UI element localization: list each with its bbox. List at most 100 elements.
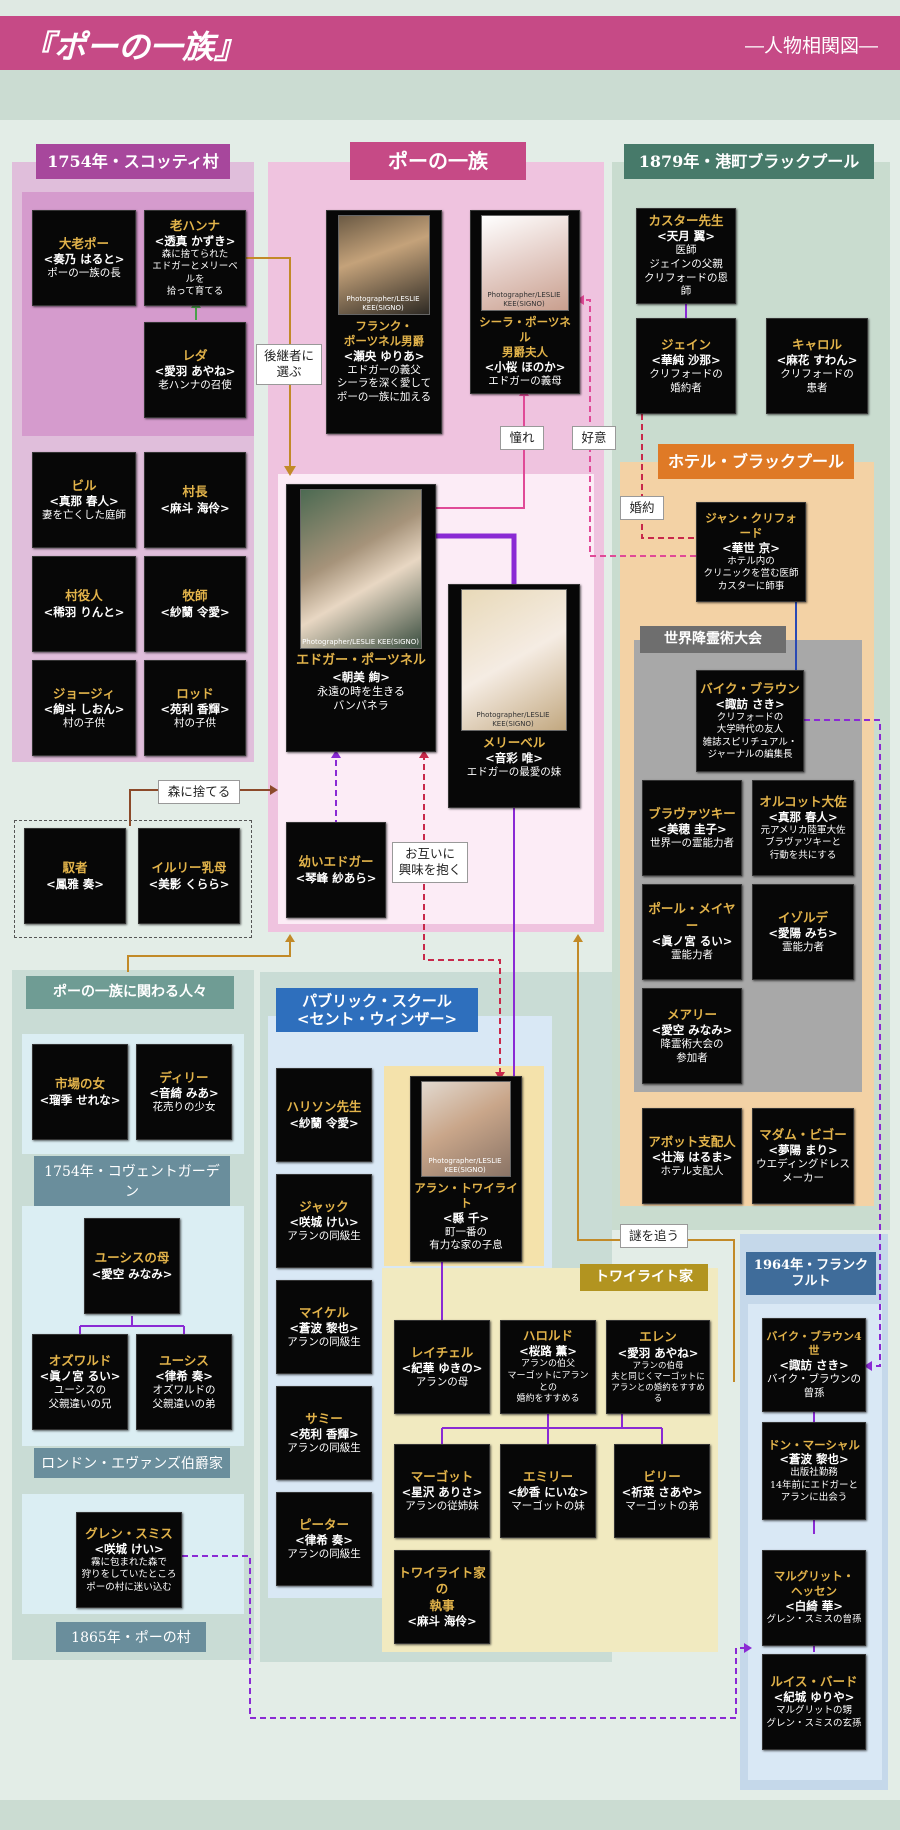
description: 町一番の 有力な家の子息 — [429, 1225, 503, 1252]
name: フランク・ ポーツネル男爵 — [343, 319, 425, 348]
name: ジャン・クリフォード — [705, 511, 797, 541]
name: ドン・マーシャル — [768, 1437, 860, 1452]
description: ユーシスの 父親違いの兄 — [48, 1383, 112, 1410]
card-oopo: 大老ポー<奏乃 はると>ポーの一族の長 — [32, 210, 136, 306]
actor: <愛羽 あやね> — [154, 363, 236, 378]
actor: <桜路 薫> — [519, 1344, 577, 1359]
card-frank: Photographer/LESLIE KEE(SIGNO) フランク・ ポーツ… — [326, 210, 442, 434]
card-mary: メアリー<愛空 みなみ>降霊術大会の 参加者 — [642, 988, 742, 1084]
actor: <小桜 ほのか> — [484, 359, 566, 374]
actor: <咲城 けい> — [94, 1542, 164, 1557]
name: マーゴット — [410, 1468, 474, 1484]
actor: <琴峰 紗あら> — [295, 870, 377, 885]
name: ジェイン — [660, 336, 711, 352]
card-abbot: アボット支配人<壮海 はるま>ホテル支配人 — [642, 1108, 742, 1204]
label-interest: お互いに 興味を抱く — [392, 842, 468, 883]
name: 幼いエドガー — [298, 854, 374, 870]
card-gyosha: 馭者<鳳雅 奏> — [24, 828, 126, 924]
card-eusis: ユーシス<律希 奏>オズワルドの 父親違いの弟 — [136, 1334, 232, 1430]
description: 村の子供 — [174, 716, 216, 729]
actor: <音彩 唯> — [485, 751, 543, 766]
name: ビリー — [643, 1468, 681, 1484]
description: アランの同級生 — [287, 1229, 361, 1242]
name: ロッド — [176, 685, 214, 701]
name: オズワルド — [48, 1352, 112, 1368]
card-jane: ジェイン<華純 沙那>クリフォードの 婚約者 — [636, 318, 736, 414]
actor: <白綺 華> — [785, 1599, 843, 1614]
description: クリフォードの 婚約者 — [649, 367, 723, 394]
name: ジャック — [299, 1198, 349, 1214]
card-harold: ハロルド<桜路 薫>アランの伯父 マーゴットにアランとの 婚約をすすめる — [500, 1320, 596, 1414]
card-ichiba: 市場の女<瑠季 せれな> — [32, 1044, 128, 1140]
card-soncho: 村長<麻斗 海伶> — [144, 452, 246, 548]
actor: <瑠季 せれな> — [39, 1092, 121, 1107]
card-jack: ジャック<咲城 けい>アランの同級生 — [276, 1174, 372, 1268]
name: メリーベル — [482, 735, 546, 750]
card-leda: レダ<愛羽 あやね>老ハンナの召使 — [144, 322, 246, 418]
name: レイチェル — [410, 1344, 474, 1360]
actor: <美影 くらら> — [148, 876, 230, 891]
photo-credit: Photographer/LESLIE KEE(SIGNO) — [428, 1156, 502, 1174]
name: イゾルデ — [777, 909, 828, 925]
description: ウエディングドレス メーカー — [756, 1157, 850, 1184]
card-paul: ポール・メイヤー<眞ノ宮 るい>霊能力者 — [642, 884, 742, 980]
name: ルイス・バード — [770, 1674, 858, 1690]
card-edgar: Photographer/LESLIE KEE(SIGNO) エドガー・ポーツネ… — [286, 484, 436, 752]
actor: <諏訪 さき> — [715, 696, 785, 711]
description: 花売りの少女 — [152, 1100, 216, 1113]
name: グレン・スミス — [85, 1525, 173, 1541]
actor: <稀羽 りんと> — [43, 604, 125, 619]
actor: <麻斗 海伶> — [160, 500, 230, 515]
actor: <紗蘭 令愛> — [160, 604, 230, 619]
name: 市場の女 — [54, 1076, 105, 1092]
description: 出版社勤務 14年前にエドガーと アランに出会う — [769, 1467, 859, 1504]
actor: <蒼波 黎也> — [289, 1320, 359, 1335]
description: オズワルドの 父親違いの弟 — [152, 1383, 216, 1410]
name: 牧師 — [182, 588, 208, 604]
card-rachel: レイチェル<紀華 ゆきの>アランの母 — [394, 1320, 490, 1414]
portrait-merry: Photographer/LESLIE KEE(SIGNO) — [460, 589, 568, 731]
actor: <紀華 ゆきの> — [401, 1360, 483, 1375]
title-scotty-village: 1754年・スコッティ村 — [36, 144, 230, 180]
description: 元アメリカ陸軍大佐 ブラヴァツキーと 行動を共にする — [760, 825, 846, 861]
actor: <律希 奏> — [155, 1369, 213, 1384]
name: 村長 — [182, 484, 208, 500]
card-carol: キャロル<麻花 すわん>クリフォードの 患者 — [766, 318, 868, 414]
portrait-frank: Photographer/LESLIE KEE(SIGNO) — [337, 215, 431, 315]
name: ジョージィ — [52, 685, 116, 701]
title-related: ポーの一族に関わる人々 — [26, 976, 234, 1009]
actor: <麻花 すわん> — [776, 353, 858, 368]
name: ユーシスの母 — [94, 1250, 170, 1266]
floral-band-bottom — [0, 1800, 900, 1830]
name: オルコット大佐 — [759, 793, 847, 809]
description: 霧に包まれた森で 狩りをしていたところ ポーの村に迷い込む — [81, 1557, 177, 1593]
description: 老ハンナの召使 — [158, 378, 232, 391]
card-sheila: Photographer/LESLIE KEE(SIGNO) シーラ・ポーツネル… — [470, 210, 580, 394]
actor: <眞ノ宮 るい> — [39, 1369, 121, 1384]
portrait-edgar: Photographer/LESLIE KEE(SIGNO) — [299, 489, 423, 649]
card-clifford: ジャン・クリフォード<華世 京>ホテル内の クリニックを営む医師 カスターに師事 — [696, 502, 806, 602]
photo-credit: Photographer/LESLIE KEE(SIGNO) — [302, 637, 420, 646]
name: アラン・トワイライト — [414, 1181, 518, 1210]
card-rod: ロッド<苑利 香輝>村の子供 — [144, 660, 246, 756]
actor: <天月 翼> — [657, 229, 715, 244]
card-allan: Photographer/LESLIE KEE(SIGNO) アラン・トワイライ… — [410, 1076, 522, 1262]
description: クリフォードの 大学時代の友人 雑誌スピリチュアル・ ジャーナルの編集長 — [702, 711, 798, 760]
actor: <縣 千> — [442, 1210, 490, 1225]
description: 妻を亡くした庭師 — [42, 508, 126, 521]
card-margot: マーゴット<星沢 ありさ>アランの従姉妹 — [394, 1444, 490, 1538]
card-butler: トワイライト家の 執事<麻斗 海伶> — [394, 1550, 490, 1644]
actor: <蒼波 黎也> — [779, 1452, 849, 1467]
name: ブラヴァツキー — [648, 805, 736, 821]
actor: <朝美 絢> — [332, 669, 390, 684]
name: カスター先生 — [648, 213, 724, 229]
description: アランの従姉妹 — [405, 1499, 479, 1512]
actor: <夢陽 まり> — [768, 1143, 838, 1158]
title-school: パブリック・スクール <セント・ウィンザー> — [276, 988, 478, 1032]
name: エミリー — [522, 1468, 573, 1484]
title-covent: 1754年・コヴェントガーデン — [34, 1156, 230, 1206]
title-seance: 世界降霊術大会 — [640, 626, 786, 653]
actor: <律希 奏> — [295, 1532, 353, 1547]
label-admire: 憧れ — [500, 426, 544, 451]
card-harrison: ハリソン先生<紗蘭 令愛> — [276, 1068, 372, 1162]
